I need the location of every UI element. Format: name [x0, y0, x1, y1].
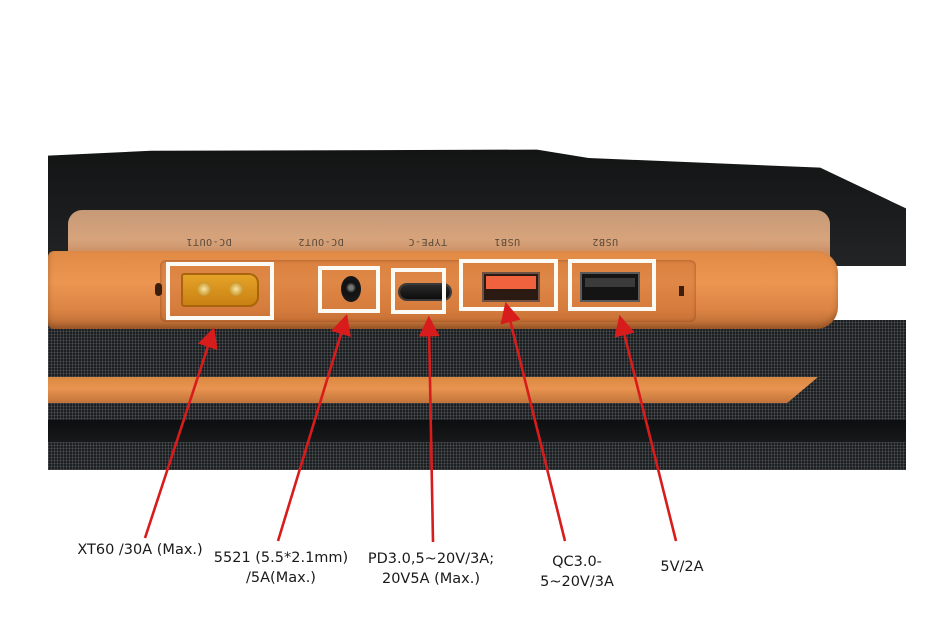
callout-label-dc: 5521 (5.5*2.1mm) /5A(Max.)	[196, 548, 366, 588]
callout-frame-dc	[318, 266, 380, 313]
usb-a-port	[580, 272, 640, 302]
label-line: 5V/2A	[660, 559, 704, 575]
silkscreen-usb1: USB1	[494, 236, 521, 247]
callout-label-xt60: XT60 /30A (Max.)	[50, 540, 230, 560]
callout-frame-usb	[568, 259, 656, 311]
callout-label-usb-c: PD3.0,5~20V/3A; 20V5A (Max.)	[356, 549, 506, 589]
fabric-band	[48, 420, 906, 442]
dc-5521-port	[341, 276, 361, 302]
callout-label-usb: 5V/2A	[642, 557, 722, 577]
label-line: XT60 /30A (Max.)	[77, 542, 203, 558]
silkscreen-usb2: USB2	[592, 236, 619, 247]
callout-label-usb-qc: QC3.0- 5~20V/3A	[522, 552, 632, 592]
usb-a-qc-port	[482, 272, 540, 302]
label-line: 5~20V/3A	[540, 574, 614, 590]
usb-c-port	[400, 285, 450, 299]
usb-tongue	[585, 278, 635, 287]
lower-panel-edge	[48, 377, 818, 403]
xt60-pin-icon	[197, 282, 211, 296]
xt60-port	[181, 273, 259, 307]
callout-frame-usb-qc	[459, 259, 558, 311]
label-line: /5A(Max.)	[246, 570, 316, 586]
usb-tongue	[486, 276, 536, 289]
label-line: PD3.0,5~20V/3A;	[367, 551, 495, 567]
indicator-hole-left	[155, 283, 162, 296]
callout-frame-xt60	[166, 262, 274, 320]
label-line: 20V5A (Max.)	[381, 571, 481, 587]
xt60-pin-icon	[229, 282, 243, 296]
silkscreen-dc-out2: DC-OUT2	[298, 236, 344, 247]
indicator-hole-right	[679, 286, 684, 296]
label-line: QC3.0-	[552, 554, 602, 570]
callout-frame-usb-c	[391, 268, 446, 314]
silkscreen-type-c: TYPE-C	[408, 236, 448, 247]
label-line: 5521 (5.5*2.1mm)	[213, 550, 349, 566]
silkscreen-dc-out1: DC-OUT1	[186, 236, 232, 247]
